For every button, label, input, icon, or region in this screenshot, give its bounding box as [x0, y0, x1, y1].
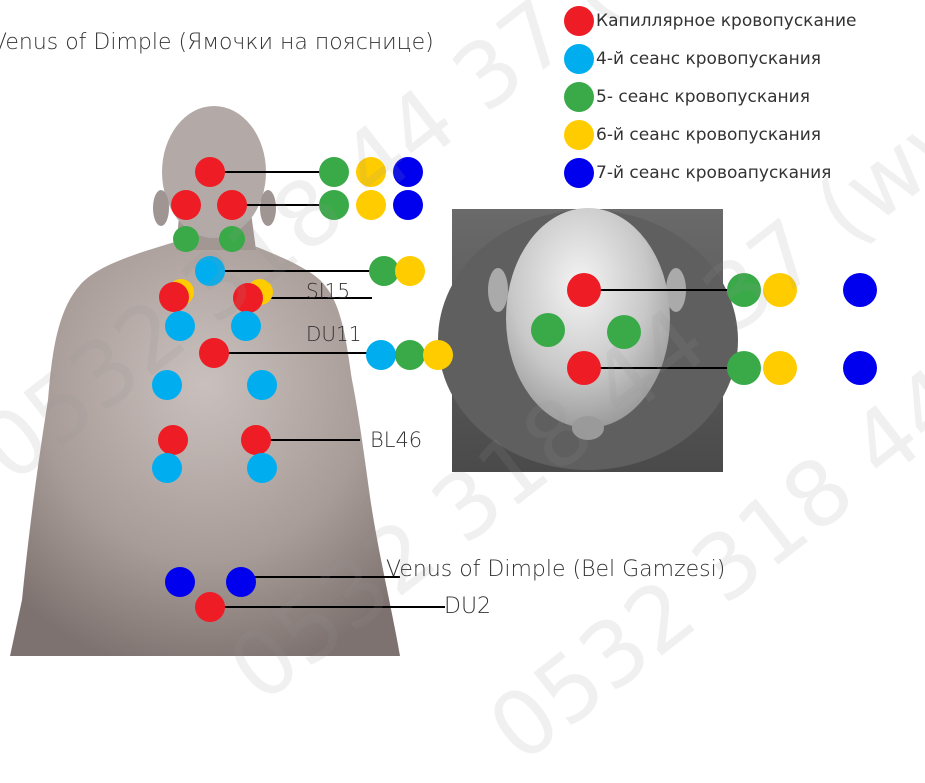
legend-label: 5- сеанс кровопускания	[596, 87, 810, 107]
legend-swatch	[564, 6, 594, 36]
point-red	[195, 592, 225, 622]
point-red	[159, 282, 189, 312]
point-red	[171, 190, 201, 220]
marker-green	[727, 351, 761, 385]
legend-item: 5- сеанс кровопускания	[564, 82, 810, 112]
label-venus: Venus of Dimple (Bel Gamzesi)	[386, 557, 725, 582]
marker-blue	[393, 157, 423, 187]
marker-yellow	[356, 157, 386, 187]
marker-blue	[843, 273, 877, 307]
human-back-figure	[10, 106, 400, 656]
legend-item: 7-й сеанс кровоапускания	[564, 158, 831, 188]
point-red	[217, 190, 247, 220]
marker-yellow	[763, 273, 797, 307]
point-red	[233, 283, 263, 313]
point-cyan	[165, 311, 195, 341]
marker-blue	[393, 190, 423, 220]
point-cyan	[231, 311, 261, 341]
point-cyan	[247, 453, 277, 483]
marker-green	[369, 256, 399, 286]
legend-item: 4-й сеанс кровопускания	[564, 44, 821, 74]
body-ear-left	[153, 190, 169, 226]
legend-item: Капиллярное кровопускание	[564, 6, 857, 36]
label-du2: DU2	[444, 594, 491, 619]
legend-swatch	[564, 120, 594, 150]
point-blue	[165, 567, 195, 597]
legend-swatch	[564, 82, 594, 112]
label-bl46: BL46	[370, 428, 422, 452]
point-green	[607, 315, 641, 349]
point-green	[531, 313, 565, 347]
legend-swatch	[564, 44, 594, 74]
marker-yellow	[423, 340, 453, 370]
point-red	[195, 157, 225, 187]
diagram-title: Venus of Dimple (Ямочки на пояснице)	[0, 30, 434, 55]
point-cyan	[152, 453, 182, 483]
label-si15: SI15	[306, 279, 350, 303]
marker-green	[319, 190, 349, 220]
marker-yellow	[763, 351, 797, 385]
point-red	[567, 273, 601, 307]
marker-green	[727, 273, 761, 307]
point-cyan	[195, 256, 225, 286]
point-cyan	[247, 370, 277, 400]
point-red	[241, 425, 271, 455]
legend-item: 6-й сеанс кровопускания	[564, 120, 821, 150]
point-green	[173, 226, 199, 252]
marker-yellow	[356, 190, 386, 220]
legend-swatch	[564, 158, 594, 188]
point-red	[158, 425, 188, 455]
legend-label: 6-й сеанс кровопускания	[596, 125, 821, 145]
point-cyan	[152, 370, 182, 400]
marker-green	[319, 157, 349, 187]
point-green	[219, 226, 245, 252]
head-top-view-panel	[438, 208, 738, 472]
point-blue	[226, 567, 256, 597]
head-top-ear-left	[488, 268, 508, 312]
point-red	[199, 338, 229, 368]
head-top-nose	[572, 416, 604, 440]
head-top-skull	[506, 208, 670, 428]
legend-label: Капиллярное кровопускание	[596, 11, 857, 31]
marker-cyan	[366, 340, 396, 370]
body-ear-right	[260, 190, 276, 226]
point-red	[567, 351, 601, 385]
marker-green	[395, 340, 425, 370]
marker-yellow	[395, 256, 425, 286]
label-du11: DU11	[306, 322, 362, 346]
legend-label: 4-й сеанс кровопускания	[596, 49, 821, 69]
diagram-canvas: 0532 318 44 37 (www.suleymangok.com) 053…	[0, 0, 925, 656]
legend-label: 7-й сеанс кровоапускания	[596, 163, 831, 183]
marker-blue	[843, 351, 877, 385]
